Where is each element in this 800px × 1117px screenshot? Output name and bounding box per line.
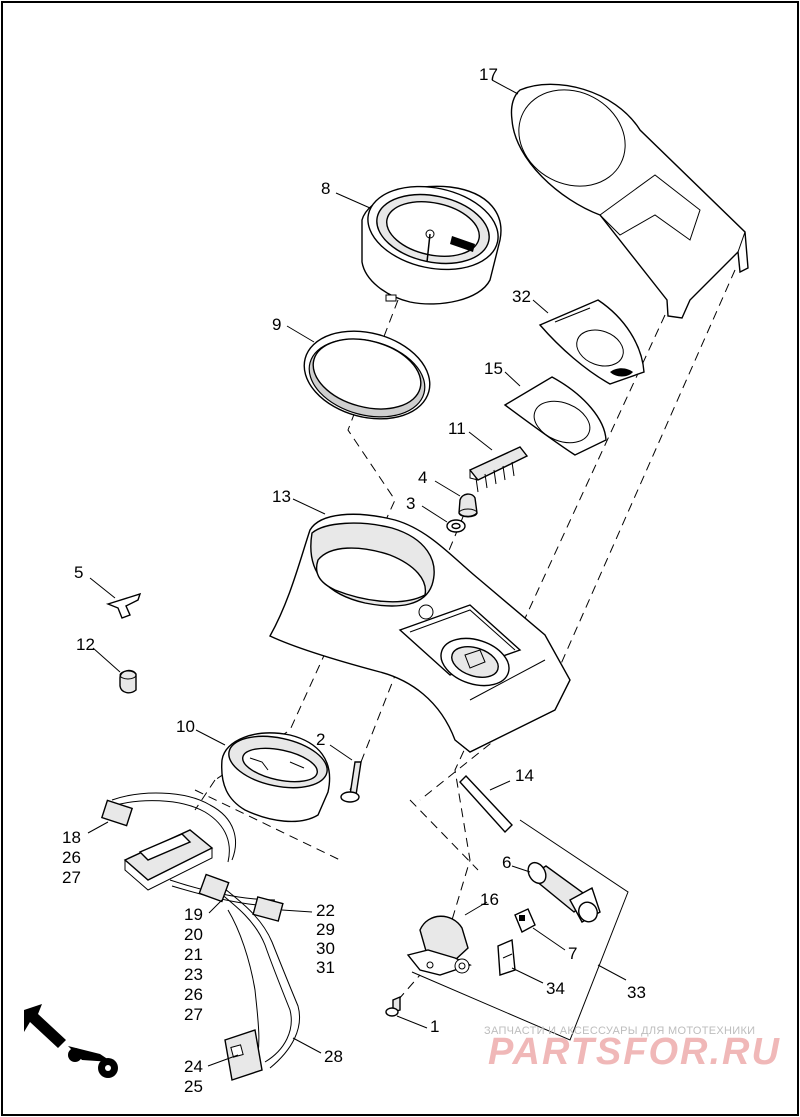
callout-7: 7 [568,944,577,963]
callout-25: 25 [184,1077,203,1096]
wiring-harness [100,792,300,1081]
callout-5: 5 [74,563,83,582]
part-16-switch-housing [406,915,472,976]
part-32-label-decal [538,299,645,385]
part-11-indicator-housing [468,446,529,493]
callout-30: 30 [316,939,335,958]
callout-18: 18 [62,828,81,847]
callout-26b: 26 [184,985,203,1004]
callout-4: 4 [418,468,427,487]
part-17-trim-cover [510,83,749,319]
leader-lines [87,79,627,1067]
callout-34: 34 [546,979,565,998]
callout-13: 13 [272,487,291,506]
callout-27b: 27 [184,1005,203,1024]
part-12-grommet [119,669,137,694]
callout-33: 33 [627,983,646,1002]
callout-labels: 17 8 9 32 15 11 4 3 13 5 12 10 2 14 16 6… [62,65,646,1096]
callout-28: 28 [324,1047,343,1066]
callout-2: 2 [316,730,325,749]
part-34-clip [497,938,516,976]
callout-12: 12 [76,635,95,654]
callout-1: 1 [430,1017,439,1036]
callout-23: 23 [184,965,203,984]
part-8-speedometer [361,185,502,305]
part-13-console-housing [269,513,571,753]
callout-17: 17 [479,65,498,84]
callout-19: 19 [184,905,203,924]
callout-15: 15 [484,359,503,378]
callout-3: 3 [406,494,415,513]
callout-29: 29 [316,920,335,939]
part-3-washer [446,519,466,533]
callout-31: 31 [316,958,335,977]
callout-16: 16 [480,890,499,909]
callout-14: 14 [515,766,534,785]
callout-6: 6 [502,853,511,872]
part-5-clip [105,592,142,619]
watermark: ЗАПЧАСТИ И АКСЕССУАРЫ ДЛЯ МОТОТЕХНИКИ PA… [484,1025,781,1073]
part-15-face-plate [503,376,607,456]
callout-9: 9 [272,315,281,334]
callout-32: 32 [512,287,531,306]
callout-21: 21 [184,945,203,964]
motorcycle-front-arrow-icon [24,1004,118,1078]
part-4-lamp-cap [458,493,478,518]
part-7-retainer [514,908,536,933]
callout-22: 22 [316,901,335,920]
callout-26: 26 [62,848,81,867]
part-6-ignition-switch [527,861,601,923]
callout-20: 20 [184,925,203,944]
part-9-gasket-ring [303,330,431,420]
watermark-brand: PARTSFOR.RU [488,1031,781,1073]
callout-10: 10 [176,717,195,736]
callout-24: 24 [184,1057,203,1076]
part-2-screw [340,761,362,803]
part-1-bolt [385,995,401,1017]
callout-8: 8 [321,179,330,198]
callout-27: 27 [62,868,81,887]
callout-11: 11 [448,419,466,438]
part-10-bracket-cup [221,732,331,823]
watermark-tagline: ЗАПЧАСТИ И АКСЕССУАРЫ ДЛЯ МОТОТЕХНИКИ [484,1025,755,1037]
part-14-lens-strip [459,774,513,834]
